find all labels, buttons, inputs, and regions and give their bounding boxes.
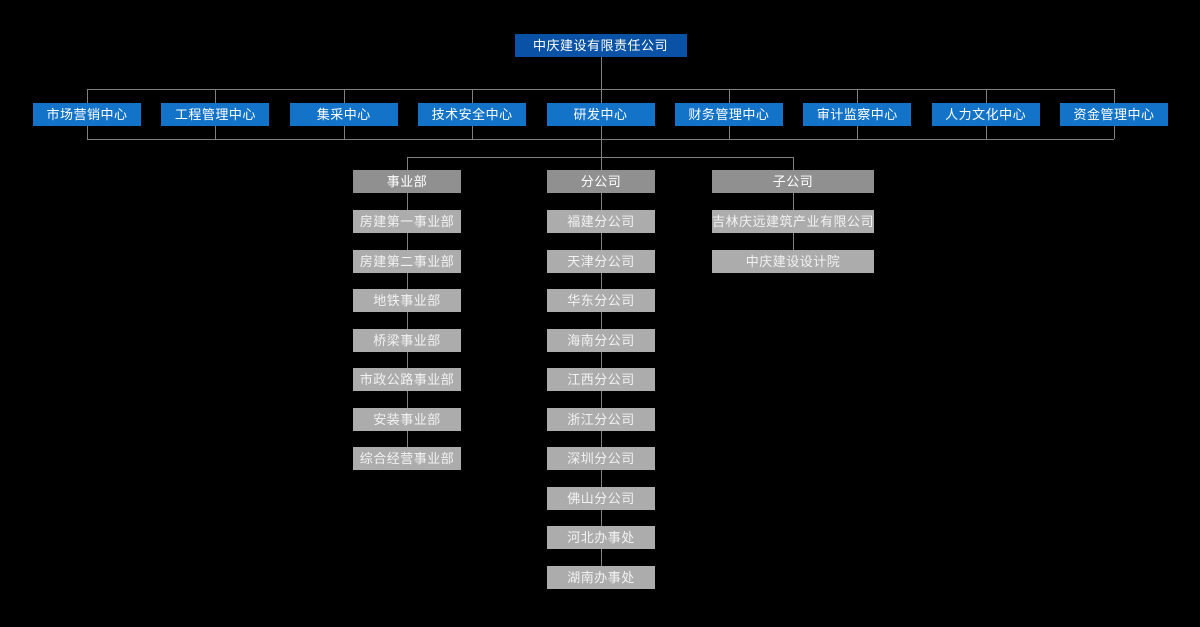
child-node: 市政公路事业部 xyxy=(353,368,461,391)
center-node: 技术安全中心 xyxy=(418,103,527,126)
connector-line xyxy=(407,430,408,447)
child-node: 河北办事处 xyxy=(547,526,655,549)
child-node: 佛山分公司 xyxy=(547,486,655,510)
child-node: 浙江分公司 xyxy=(547,407,655,431)
child-node: 桥梁事业部 xyxy=(353,328,461,352)
connector-line xyxy=(728,126,730,139)
connector-line xyxy=(857,126,859,139)
child-node: 地铁事业部 xyxy=(353,289,461,312)
connector-line xyxy=(472,88,474,103)
connector-line xyxy=(1114,88,1115,103)
connector-line xyxy=(601,233,602,250)
child-node: 吉林庆远建筑产业有限公司 xyxy=(712,210,874,233)
child-node: 湖南办事处 xyxy=(547,565,655,589)
child-node: 中庆建设设计院 xyxy=(712,249,874,273)
group-header-node: 事业部 xyxy=(353,170,461,193)
child-node: 安装事业部 xyxy=(353,407,461,431)
group-header-node: 子公司 xyxy=(712,170,874,193)
connector-line xyxy=(601,391,602,408)
child-node: 海南分公司 xyxy=(547,328,655,352)
connector-line xyxy=(601,430,602,447)
connector-line xyxy=(601,156,602,170)
center-node: 市场营销中心 xyxy=(33,103,141,126)
connector-line xyxy=(407,312,408,329)
center-node: 资金管理中心 xyxy=(1060,103,1168,126)
center-node: 集采中心 xyxy=(289,103,398,126)
connector-line xyxy=(728,88,730,103)
child-node: 深圳分公司 xyxy=(547,447,655,470)
connector-line xyxy=(601,509,602,526)
connector-line xyxy=(793,233,794,250)
connector-line xyxy=(985,88,987,103)
connector-line xyxy=(343,126,345,139)
child-node: 房建第二事业部 xyxy=(353,249,461,273)
center-node: 研发中心 xyxy=(546,103,655,126)
org-root-node: 中庆建设有限责任公司 xyxy=(514,34,687,57)
child-node: 江西分公司 xyxy=(547,368,655,391)
connector-line xyxy=(857,88,859,103)
connector-line xyxy=(600,126,602,139)
connector-line xyxy=(87,126,88,139)
child-node: 天津分公司 xyxy=(547,249,655,273)
connector-line xyxy=(407,233,408,250)
connector-line xyxy=(601,193,602,210)
center-node: 财务管理中心 xyxy=(674,103,783,126)
child-node: 华东分公司 xyxy=(547,289,655,312)
connector-line xyxy=(793,193,794,210)
connector-line xyxy=(407,272,408,289)
connector-line xyxy=(601,272,602,289)
connector-line xyxy=(407,156,408,170)
connector-line xyxy=(601,549,602,566)
connector-line xyxy=(601,312,602,329)
connector-line xyxy=(985,126,987,139)
connector-line xyxy=(472,126,474,139)
connector-line xyxy=(407,351,408,368)
connector-line xyxy=(1114,126,1115,139)
connector-line xyxy=(600,57,602,89)
connector-line xyxy=(407,156,793,158)
connector-line xyxy=(343,88,345,103)
connector-line xyxy=(87,139,1114,140)
connector-line xyxy=(601,470,602,487)
child-node: 房建第一事业部 xyxy=(353,210,461,233)
center-node: 工程管理中心 xyxy=(161,103,270,126)
connector-line xyxy=(600,88,602,103)
connector-line xyxy=(215,126,217,139)
connector-line xyxy=(407,193,408,210)
center-node: 审计监察中心 xyxy=(803,103,912,126)
connector-line xyxy=(87,88,88,103)
connector-line xyxy=(793,156,794,170)
connector-line xyxy=(601,351,602,368)
connector-line xyxy=(601,139,602,157)
child-node: 综合经营事业部 xyxy=(353,447,461,470)
connector-line xyxy=(407,391,408,408)
center-node: 人力文化中心 xyxy=(931,103,1040,126)
child-node: 福建分公司 xyxy=(547,210,655,233)
group-header-node: 分公司 xyxy=(547,170,655,193)
connector-line xyxy=(215,88,217,103)
